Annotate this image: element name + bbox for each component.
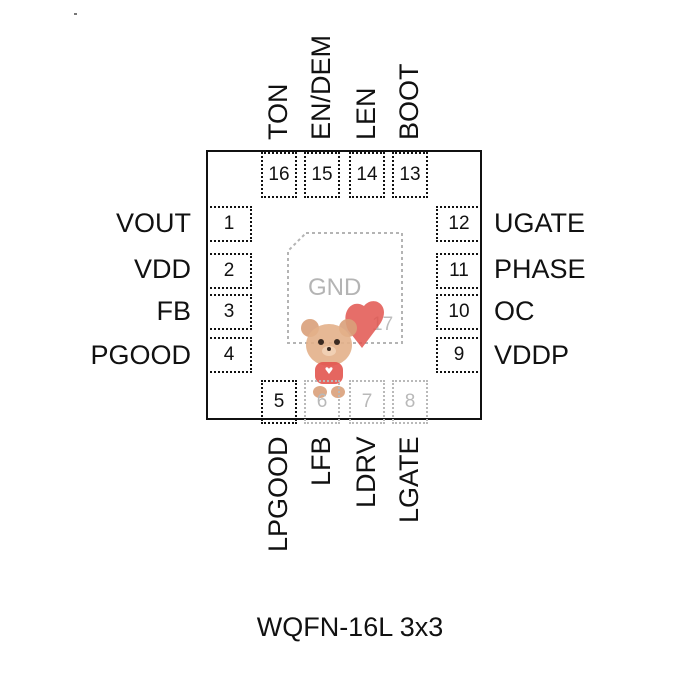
pin-4-label: PGOOD <box>90 340 191 370</box>
pin-15-label: EN/DEM <box>306 34 336 140</box>
pin-5-label: LPGOOD <box>263 436 293 552</box>
pin-9-label: VDDP <box>494 340 570 370</box>
exposed-pad-label: GND <box>308 274 362 301</box>
pin-9-pad: 9 <box>436 337 482 373</box>
pin-1-label: VOUT <box>115 208 191 238</box>
pin-8-pad: 8 <box>392 380 428 424</box>
pin-10-label: OC <box>494 296 535 326</box>
pin-13-label: BOOT <box>394 63 424 140</box>
pin-4-pad: 4 <box>206 337 252 373</box>
pin-3-pad: 3 <box>206 294 252 330</box>
pin-1-pad: 1 <box>206 206 252 242</box>
pin-13-pad: 13 <box>392 152 428 198</box>
pin-16-pad: 16 <box>261 152 297 198</box>
package-caption: WQFN-16L 3x3 <box>256 612 444 642</box>
pin-3-label: FB <box>156 296 191 326</box>
pin-10-pad: 10 <box>436 294 482 330</box>
pin-6-label: LFB <box>306 436 336 486</box>
pin-12-pad: 12 <box>436 206 482 242</box>
pin-14-label: LEN <box>351 87 381 140</box>
pin-7-pad: 7 <box>349 380 385 424</box>
pin-11-label: PHASE <box>494 254 586 284</box>
pin-14-pad: 14 <box>349 152 385 198</box>
pin-11-pad: 11 <box>436 253 482 289</box>
pin-8-label: LGATE <box>394 436 424 523</box>
pin-2-label: VDD <box>133 254 191 284</box>
pin-16-label: TON <box>263 83 293 140</box>
pin-2-pad: 2 <box>206 253 252 289</box>
pin-15-pad: 15 <box>304 152 340 198</box>
pin-7-label: LDRV <box>351 436 381 508</box>
pin-12-label: UGATE <box>494 208 586 238</box>
pin-6-pad: 6 <box>304 380 340 424</box>
pin-5-pad: 5 <box>261 380 297 424</box>
stray-dot <box>74 13 77 15</box>
